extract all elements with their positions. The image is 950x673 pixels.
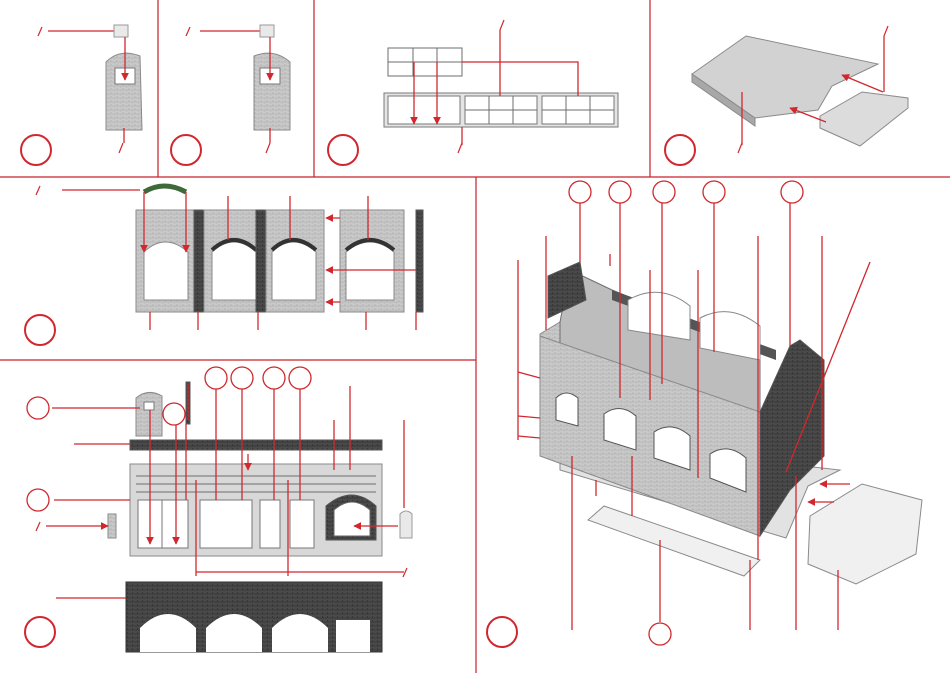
part-number-circle-icon xyxy=(231,367,253,389)
step-marker-icon xyxy=(171,135,201,165)
arched-base-panel xyxy=(126,582,382,652)
part-number-circle-icon xyxy=(703,181,725,203)
arch-lintel-part xyxy=(144,186,186,192)
part-number-circle-icon xyxy=(27,397,49,419)
roof-block-part xyxy=(808,484,922,584)
arched-wall-panel xyxy=(340,210,404,312)
step-marker-icon xyxy=(25,315,55,345)
door-wall-panel xyxy=(136,392,162,436)
step-6-wall-assembly xyxy=(25,367,412,652)
part-number-circle-icon xyxy=(263,367,285,389)
step-3-window-frames xyxy=(328,20,618,165)
step-5-arched-walls xyxy=(25,186,423,345)
part-number-circle-icon xyxy=(781,181,803,203)
step-1-window-left xyxy=(21,25,142,165)
window-insert-part xyxy=(400,511,412,538)
part-number-circle-icon xyxy=(609,181,631,203)
small-window-frame xyxy=(388,48,462,76)
side-part xyxy=(108,514,116,538)
part-number-circle-icon xyxy=(27,489,49,511)
step-7-final-assembly xyxy=(487,181,922,647)
window-frame-sprue xyxy=(384,93,618,127)
arched-wall-panel xyxy=(266,210,324,312)
part-number-circle-icon xyxy=(289,367,311,389)
part-number-circle-icon xyxy=(653,181,675,203)
step-marker-icon xyxy=(665,135,695,165)
door-wall-panel xyxy=(106,53,142,130)
part-number-circle-icon xyxy=(163,403,185,425)
top-beam-part xyxy=(130,440,382,450)
part-number-circle-icon xyxy=(569,181,591,203)
roof-cover-part xyxy=(820,92,908,146)
step-2-window-right xyxy=(171,25,290,165)
window-insert-part xyxy=(114,25,128,37)
step-marker-icon xyxy=(25,617,55,647)
door-wall-panel xyxy=(254,53,290,130)
window-insert-part xyxy=(260,25,274,37)
arched-wall-panel xyxy=(136,210,196,312)
step-marker-icon xyxy=(21,135,51,165)
step-marker-icon xyxy=(487,617,517,647)
step-4-roof xyxy=(665,26,908,165)
arched-wall-panel xyxy=(204,210,264,312)
step-marker-icon xyxy=(328,135,358,165)
part-number-circle-icon xyxy=(649,623,671,645)
part-number-circle-icon xyxy=(205,367,227,389)
